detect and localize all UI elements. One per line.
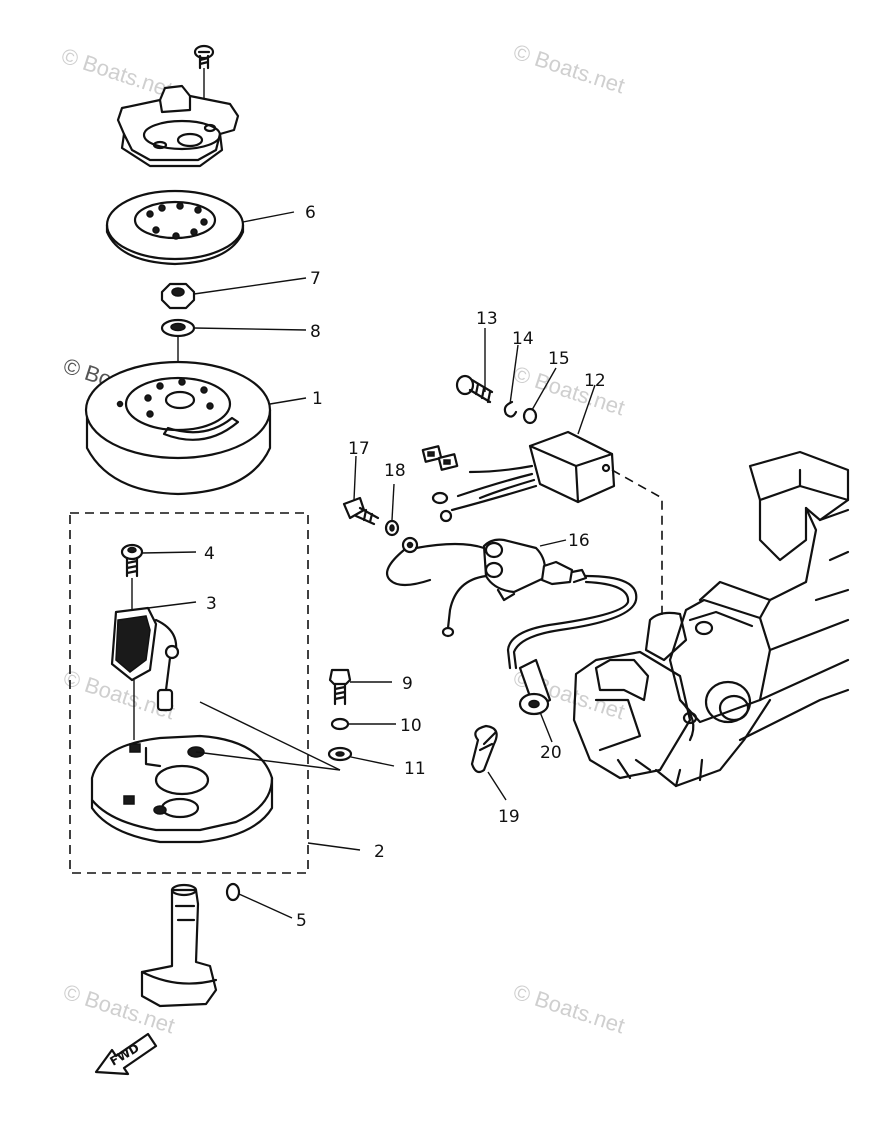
callout-9: 9 — [402, 674, 413, 694]
callout-2: 2 — [374, 842, 385, 862]
starter-pulley — [116, 84, 240, 168]
watermark: © Boats.net — [510, 39, 627, 98]
callout-5: 5 — [296, 911, 307, 931]
part-3-pulser-coil — [110, 601, 197, 740]
part-20-plug-cap — [518, 658, 553, 743]
callout-16: 16 — [568, 531, 590, 551]
callout-13: 13 — [476, 309, 498, 329]
callout-10: 10 — [400, 716, 422, 736]
watermark: © Boats.net — [58, 43, 175, 102]
part-14-lock-washer — [503, 344, 519, 418]
callout-1: 1 — [312, 389, 323, 409]
part-19-clamp — [470, 724, 507, 801]
callout-15: 15 — [548, 349, 570, 369]
callout-11: 11 — [404, 759, 426, 779]
callout-19: 19 — [498, 807, 520, 827]
watermarks: © Boats.net © Boats.net © Boats.net © Bo… — [58, 39, 627, 1038]
part-1-flywheel — [84, 360, 307, 496]
callout-18: 18 — [384, 461, 406, 481]
part-18-washer — [384, 483, 400, 537]
callout-17: 17 — [348, 439, 370, 459]
part-2-assembly-box — [69, 512, 361, 874]
part-9-bolt — [328, 668, 392, 706]
callout-20: 20 — [540, 743, 562, 763]
stator-base-plate — [90, 701, 341, 844]
callout-labels: 1 2 3 4 5 6 7 8 9 10 11 12 13 14 15 16 1… — [204, 203, 606, 931]
callout-12: 12 — [584, 371, 606, 391]
part-5-crankshaft-key — [140, 882, 293, 1008]
part-10-lock-washer — [330, 717, 396, 731]
part-4-screw — [120, 543, 197, 610]
callout-7: 7 — [310, 269, 321, 289]
callout-6: 6 — [305, 203, 316, 223]
part-16-ignition-coil — [386, 536, 638, 670]
callout-14: 14 — [512, 329, 534, 349]
crankcase — [572, 450, 850, 788]
part-6-plate — [105, 189, 295, 266]
callout-3: 3 — [206, 594, 217, 614]
part-11-washer — [327, 746, 395, 767]
part-7-nut — [160, 277, 307, 310]
part-12-cdi-unit — [421, 384, 663, 620]
fwd-arrow: FWD — [94, 1032, 158, 1076]
watermark: © Boats.net — [510, 979, 627, 1038]
callout-8: 8 — [310, 322, 321, 342]
part-15-washer — [522, 367, 557, 425]
part-13-bolt — [455, 328, 494, 404]
part-17-bolt — [342, 455, 380, 526]
callout-4: 4 — [204, 544, 215, 564]
